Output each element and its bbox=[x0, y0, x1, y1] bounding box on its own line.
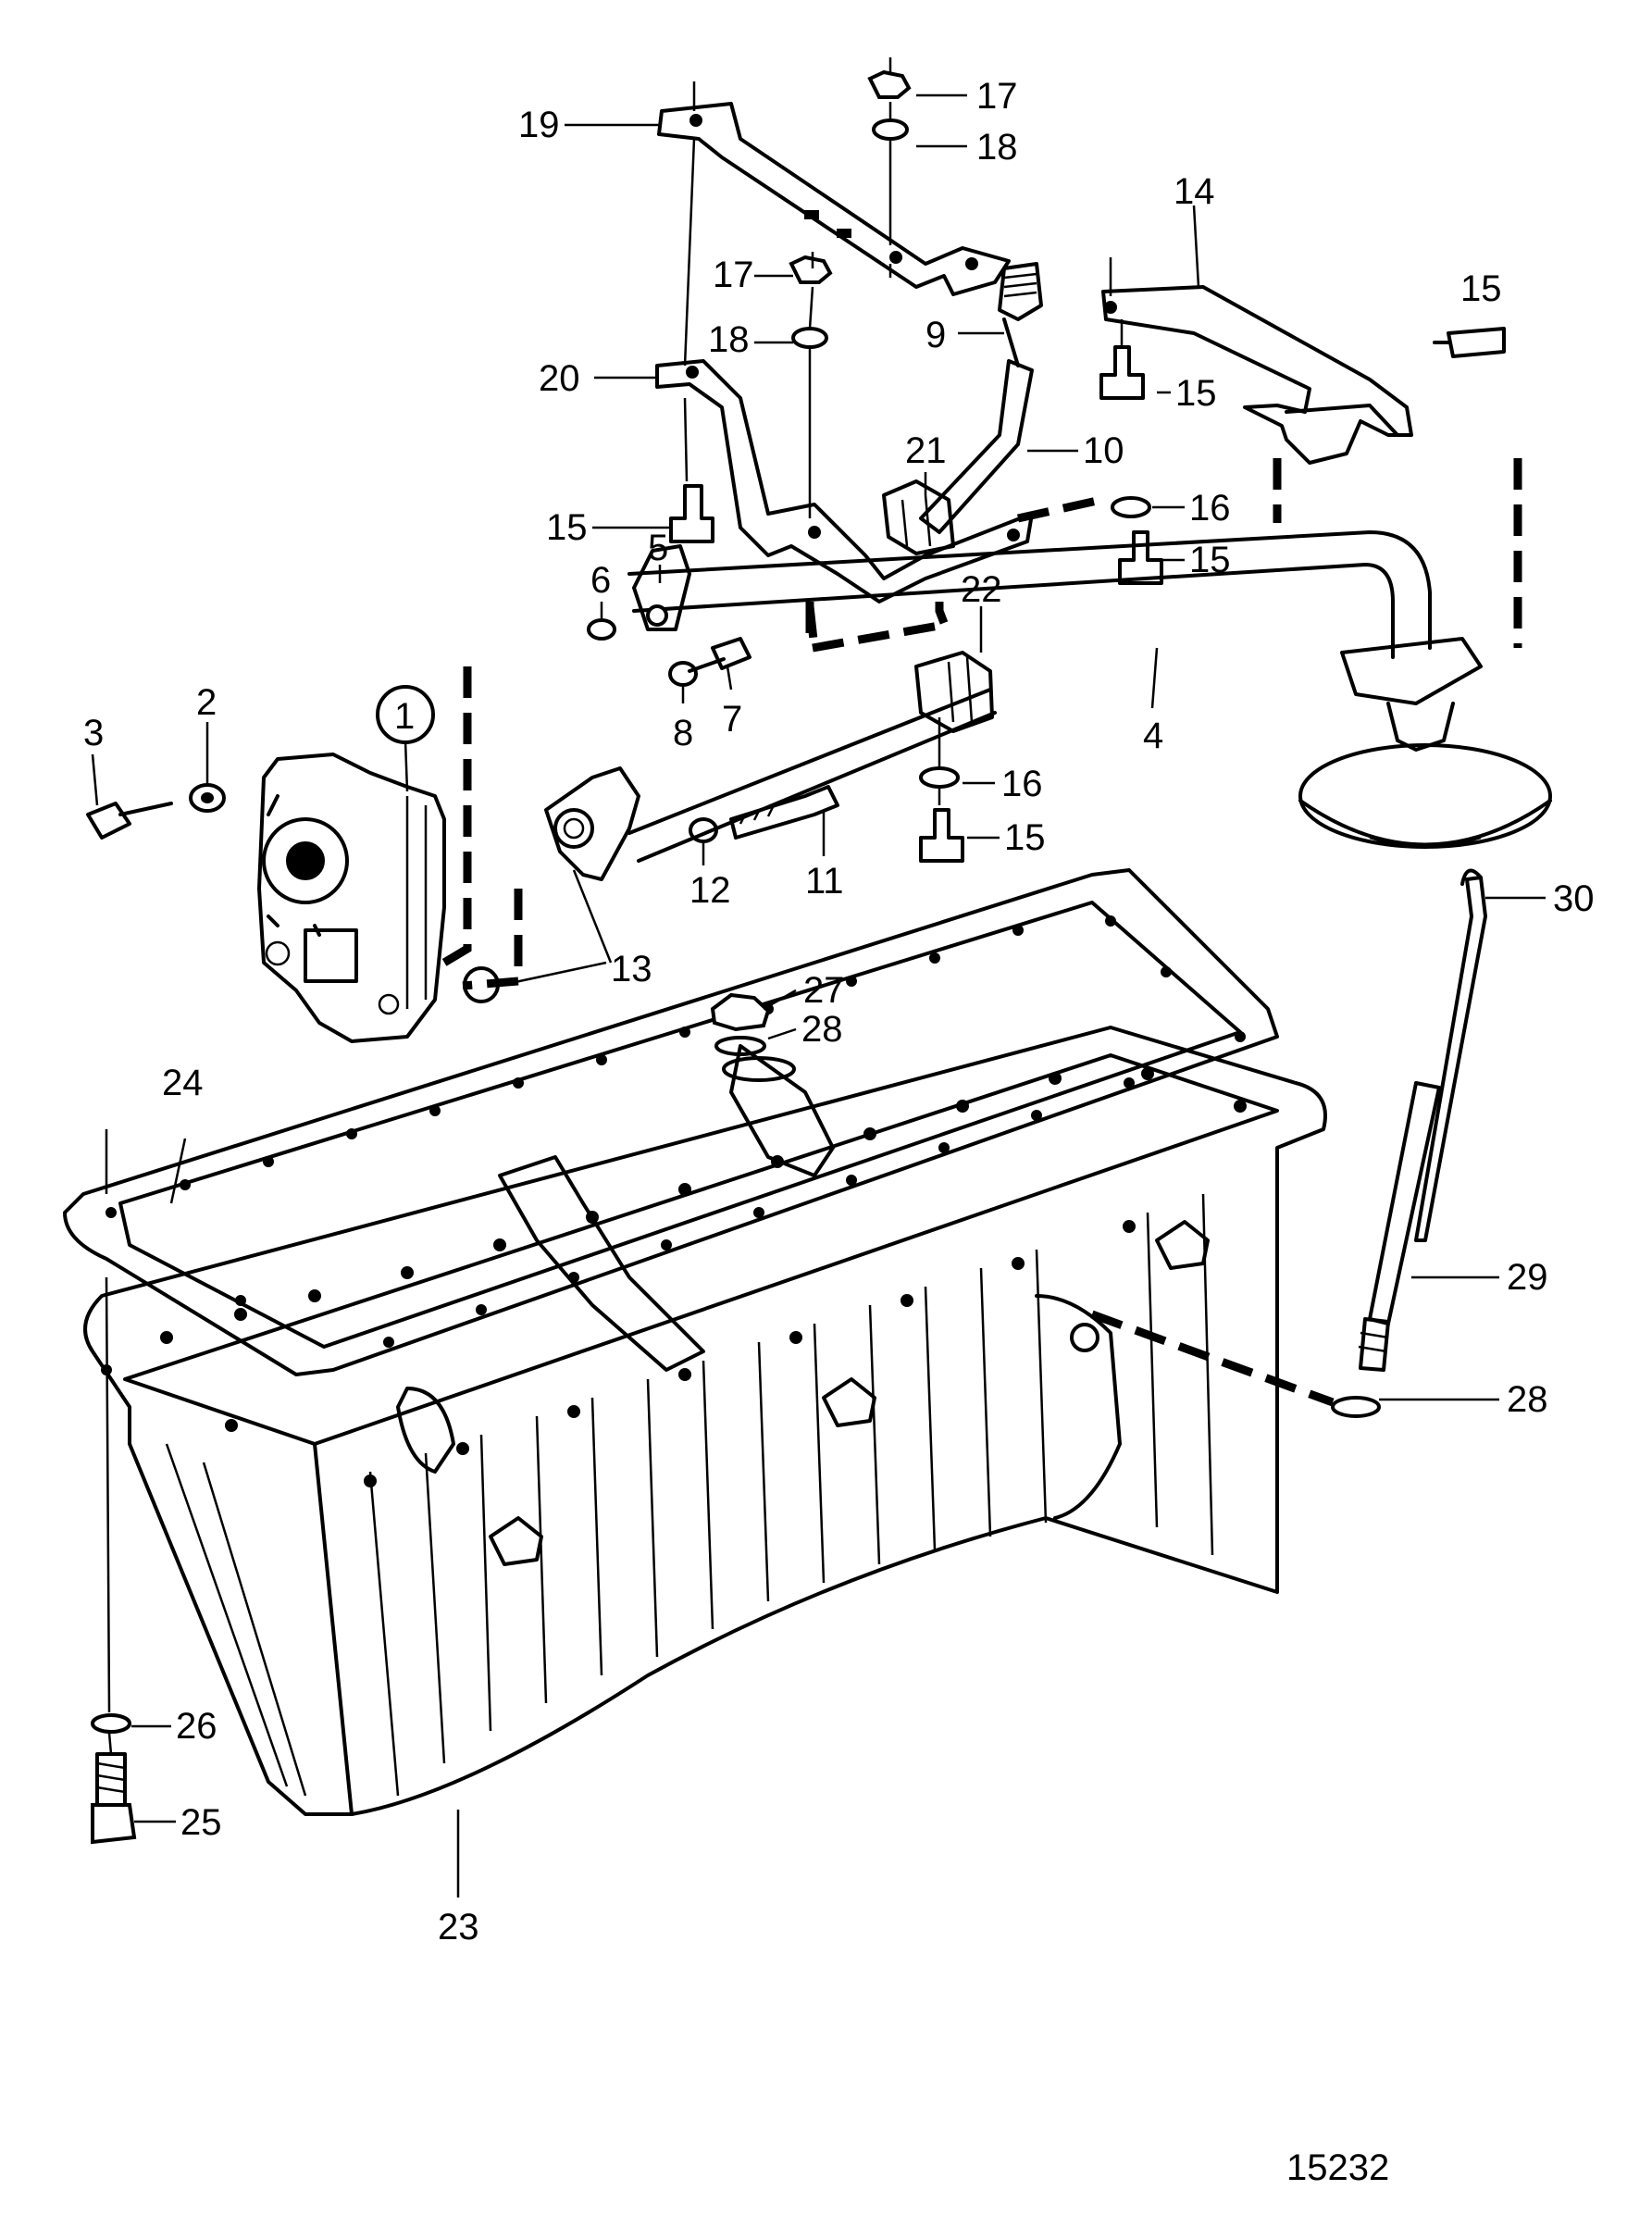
callout-5: 5 bbox=[648, 528, 668, 568]
callout-7: 7 bbox=[722, 699, 742, 740]
bolt-15-d bbox=[1118, 530, 1163, 585]
drain-plug-27 bbox=[710, 992, 771, 1032]
callout-15e: 15 bbox=[1004, 817, 1046, 858]
callout-1-circle bbox=[376, 685, 435, 744]
leader-lines bbox=[91, 93, 1546, 1898]
bracket-20 bbox=[655, 359, 1034, 604]
callout-6: 6 bbox=[590, 560, 611, 601]
callout-14: 14 bbox=[1174, 171, 1215, 212]
callout-17a: 17 bbox=[976, 76, 1018, 117]
callout-27: 27 bbox=[803, 970, 845, 1011]
callout-20: 20 bbox=[539, 358, 580, 399]
washer-28-plug bbox=[714, 1036, 796, 1082]
callout-26: 26 bbox=[176, 1706, 217, 1747]
callout-28a: 28 bbox=[801, 1009, 843, 1050]
callout-3: 3 bbox=[83, 713, 104, 753]
assembly-lines bbox=[441, 458, 1522, 1407]
washer-26 bbox=[91, 1713, 131, 1734]
pan-holes bbox=[160, 1067, 1247, 1487]
gasket-24 bbox=[63, 868, 1279, 1376]
bolt-25 bbox=[91, 1752, 137, 1845]
callout-15c: 15 bbox=[1460, 268, 1502, 309]
gasket-holes bbox=[101, 915, 1246, 1375]
pan-bosses bbox=[489, 1220, 1210, 1566]
callout-30: 30 bbox=[1553, 878, 1595, 919]
strainer bbox=[1298, 637, 1552, 849]
callout-11: 11 bbox=[805, 861, 844, 902]
dipstick-tube-29 bbox=[1358, 1081, 1441, 1372]
callout-18a: 18 bbox=[976, 127, 1018, 168]
bolt-15-a bbox=[669, 484, 714, 543]
bolt-11 bbox=[729, 785, 839, 840]
callout-labels: 19 17 18 14 15 17 9 18 15 20 21 10 16 15… bbox=[83, 76, 1595, 1947]
callout-1: 1 bbox=[394, 696, 415, 737]
callout-15d: 15 bbox=[1189, 540, 1231, 580]
bolt-15-b bbox=[1099, 345, 1145, 400]
oil-pan-23 bbox=[83, 1026, 1327, 1816]
callout-16b: 16 bbox=[1001, 764, 1043, 804]
bolt-7 bbox=[688, 637, 751, 673]
washer-16-a bbox=[1111, 496, 1151, 518]
bolt-15-e bbox=[919, 808, 964, 863]
callout-22: 22 bbox=[961, 569, 1002, 610]
bracket-19 bbox=[657, 102, 1011, 296]
oil-pipe-10 bbox=[919, 359, 1034, 534]
alignment-lines bbox=[105, 57, 1124, 1755]
callout-8: 8 bbox=[673, 713, 693, 753]
callout-28b: 28 bbox=[1507, 1379, 1548, 1420]
callout-4: 4 bbox=[1143, 716, 1163, 756]
nipple-9 bbox=[998, 262, 1043, 367]
suction-pipe-4 bbox=[627, 530, 1432, 863]
callout-12: 12 bbox=[689, 870, 731, 911]
clamp-21 bbox=[882, 479, 955, 555]
callout-15a: 15 bbox=[546, 507, 588, 548]
callout-25: 25 bbox=[180, 1802, 222, 1843]
bracket-14 bbox=[1101, 285, 1413, 465]
flange-13 bbox=[544, 766, 640, 881]
washer-6 bbox=[587, 618, 616, 641]
washer-2 bbox=[189, 783, 226, 813]
callout-16a: 16 bbox=[1189, 488, 1231, 529]
callout-10: 10 bbox=[1083, 430, 1124, 471]
reference-number: 15232 bbox=[1286, 2147, 1389, 2188]
washer-16-b bbox=[919, 766, 960, 789]
callout-23: 23 bbox=[438, 1907, 479, 1947]
callout-18b: 18 bbox=[708, 319, 750, 360]
callout-9: 9 bbox=[925, 315, 946, 355]
callout-24: 24 bbox=[162, 1063, 204, 1103]
bolt-3 bbox=[86, 802, 173, 840]
callout-13: 13 bbox=[611, 949, 652, 989]
callout-29: 29 bbox=[1507, 1257, 1548, 1298]
clamp-22 bbox=[914, 651, 994, 733]
callout-17b: 17 bbox=[713, 255, 754, 295]
callout-15b: 15 bbox=[1175, 373, 1217, 414]
washer-12 bbox=[689, 817, 718, 843]
callout-19: 19 bbox=[518, 105, 560, 145]
bolt-15-c bbox=[1433, 327, 1506, 358]
callout-21: 21 bbox=[905, 430, 947, 471]
callout-2: 2 bbox=[196, 682, 217, 723]
washer-8 bbox=[668, 661, 698, 687]
dipstick-30 bbox=[1414, 868, 1487, 1242]
nut-17-top bbox=[867, 69, 912, 141]
flange-5 bbox=[632, 544, 691, 631]
oil-pump-1 bbox=[257, 753, 446, 1043]
washer-28-dipstick bbox=[1331, 1396, 1381, 1418]
